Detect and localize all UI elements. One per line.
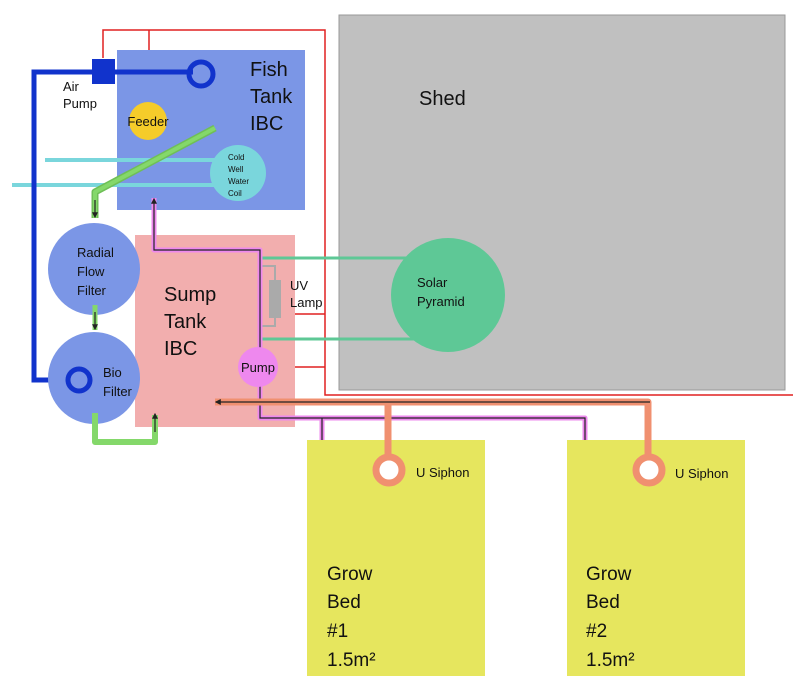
bio-filter-icon: [48, 332, 140, 424]
feeder-icon: [129, 102, 167, 140]
svg-text:Solar: Solar: [417, 275, 448, 290]
svg-text:1.5m²: 1.5m²: [327, 650, 376, 671]
cold-water-lines: [12, 158, 225, 187]
u-siphon-2-label: U Siphon: [675, 466, 728, 481]
svg-text:IBC: IBC: [164, 338, 197, 360]
svg-text:Air: Air: [63, 79, 80, 94]
svg-text:Pump: Pump: [63, 96, 97, 111]
air-pump-label: Air Pump: [63, 79, 97, 111]
pump-icon: [238, 347, 278, 387]
svg-text:#1: #1: [327, 621, 348, 642]
shed-label: Shed: [419, 88, 466, 110]
svg-text:Fish: Fish: [250, 59, 288, 81]
svg-text:1.5m²: 1.5m²: [586, 650, 635, 671]
u-siphon-2-icon: [632, 453, 666, 487]
u-siphon-1-icon: [372, 453, 406, 487]
grow-bed-2-label: Grow Bed #2 1.5m²: [586, 564, 635, 671]
svg-text:IBC: IBC: [250, 113, 283, 135]
sump-tank-label: Sump Tank IBC: [164, 284, 216, 360]
filter-flow-arrows: [92, 200, 158, 432]
svg-text:Lamp: Lamp: [290, 295, 323, 310]
svg-text:Water: Water: [228, 177, 249, 186]
svg-text:Well: Well: [228, 165, 244, 174]
uv-lamp-label: UV Lamp: [290, 278, 323, 310]
svg-text:Sump: Sump: [164, 284, 216, 306]
svg-text:Tank: Tank: [250, 86, 293, 108]
fish-tank-label: Fish Tank IBC: [250, 59, 293, 135]
u-siphon-1-label: U Siphon: [416, 465, 469, 480]
pump-label: Pump: [241, 360, 275, 375]
solar-lines: [262, 256, 425, 341]
uv-lamp-icon: [262, 265, 281, 327]
svg-text:Cold: Cold: [228, 153, 244, 162]
shed-box: [338, 14, 786, 391]
svg-text:Pyramid: Pyramid: [417, 294, 465, 309]
sump-tank-box: [135, 235, 295, 427]
svg-text:Bed: Bed: [327, 592, 361, 613]
feeder-label: Feeder: [127, 114, 169, 129]
svg-text:Bed: Bed: [586, 592, 620, 613]
svg-text:Grow: Grow: [586, 564, 632, 585]
radial-filter-icon: [48, 223, 140, 315]
svg-text:Flow: Flow: [77, 264, 105, 279]
svg-text:Filter: Filter: [103, 384, 133, 399]
svg-text:Filter: Filter: [77, 283, 107, 298]
svg-text:UV: UV: [290, 278, 308, 293]
air-pump-icon: [92, 59, 115, 84]
air-stone-bio-icon: [65, 366, 93, 394]
radial-filter-label: Radial Flow Filter: [77, 245, 114, 298]
svg-text:#2: #2: [586, 621, 607, 642]
air-stone-fish-icon: [186, 59, 216, 89]
cold-coil-icon: [210, 145, 266, 201]
solar-pyramid-icon: [391, 238, 505, 352]
svg-text:Grow: Grow: [327, 564, 373, 585]
bio-filter-label: Bio Filter: [103, 365, 133, 399]
grow-bed-1-label: Grow Bed #1 1.5m²: [327, 564, 376, 671]
cold-coil-label: Cold Well Water Coil: [228, 153, 249, 198]
svg-text:Bio: Bio: [103, 365, 122, 380]
svg-text:Radial: Radial: [77, 245, 114, 260]
solar-pyramid-label: Solar Pyramid: [417, 275, 465, 309]
svg-text:Tank: Tank: [164, 311, 207, 333]
svg-text:Coil: Coil: [228, 189, 242, 198]
